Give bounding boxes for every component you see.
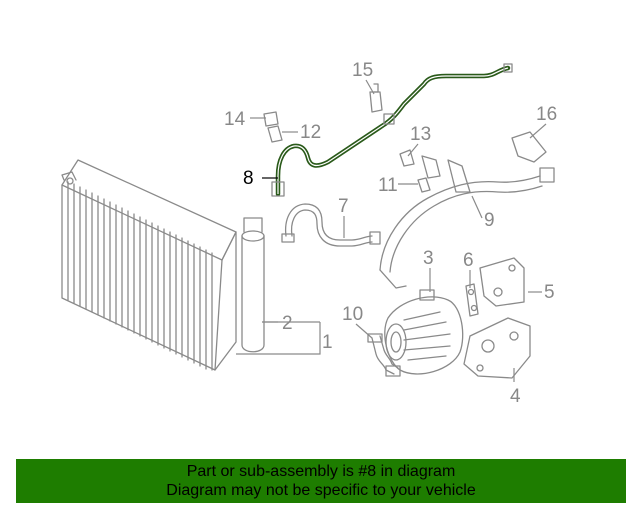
callout-7: 7 [338,196,349,217]
callout-4: 4 [510,386,521,407]
bracket-16-part [511,131,547,163]
callout-12: 12 [300,122,321,143]
callout-6: 6 [463,250,474,271]
bracket-5-part [479,257,525,307]
callout-13: 13 [410,124,431,145]
callout-16: 16 [536,104,557,125]
callout-1: 1 [322,332,333,353]
banner-line-part-number: Part or sub-assembly is #8 in diagram [186,463,456,480]
callout-9: 9 [484,210,495,231]
fitting-13-part [399,149,441,179]
sensor-15-part [369,83,383,113]
callout-2: 2 [282,313,293,334]
compressor-part [384,289,464,375]
info-banner: Part or sub-assembly is #8 in diagram Di… [16,459,626,503]
callout-11: 11 [378,175,398,196]
callout-14: 14 [224,109,246,130]
condenser-part [61,159,237,371]
ac-line-8-part [271,63,513,197]
callout-3: 3 [423,248,434,269]
callout-10: 10 [342,304,363,325]
fitting-11-part [417,177,431,193]
plate-6-part [465,283,479,317]
callout-8: 8 [243,168,254,189]
hose-10-part [367,333,401,377]
fitting-12-part [267,125,283,143]
fitting-14-part [263,111,279,127]
drier-tube-part [241,217,265,353]
leader-lines [236,79,547,382]
callout-15: 15 [352,60,373,81]
hose-9-part [379,159,555,289]
bracket-4-part [463,317,531,379]
banner-line-disclaimer: Diagram may not be specific to your vehi… [166,482,476,499]
callout-5: 5 [544,282,555,303]
hose-7-part [281,203,381,247]
callouts: 1 2 3 4 5 6 7 8 9 10 11 12 13 14 15 16 [224,60,557,407]
